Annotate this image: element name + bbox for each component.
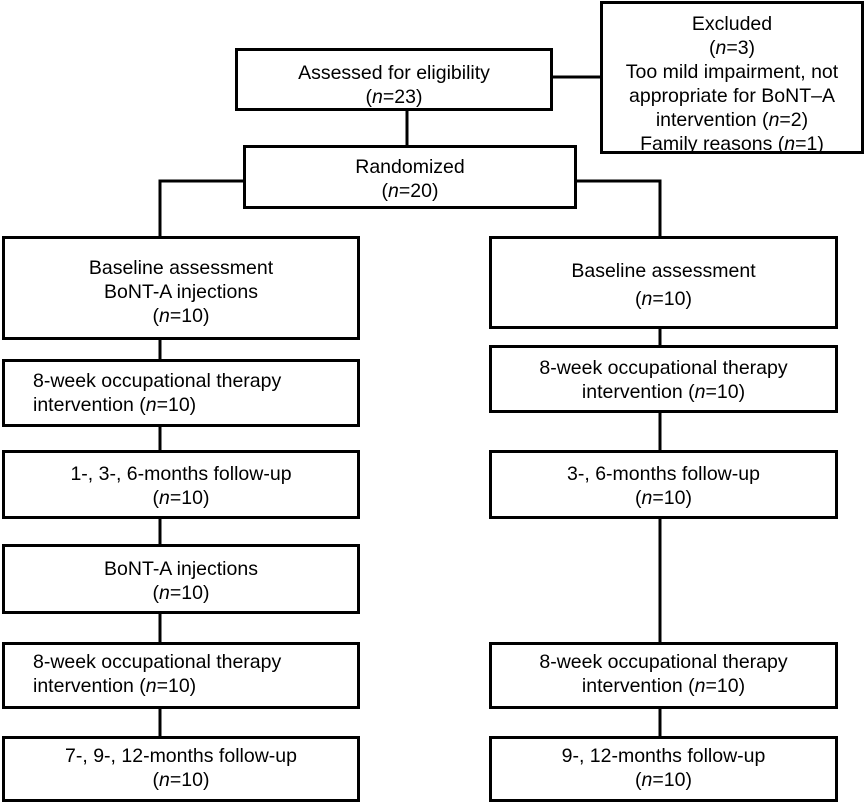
excluded-count: (n=3) — [708, 37, 756, 59]
right-followup1-count: (n=10) — [635, 487, 692, 509]
right-followup1-line1: 3-, 6-months follow-up — [567, 463, 760, 485]
left-baseline-box: Baseline assessment BoNT-A injections (n… — [2, 236, 360, 340]
left-therapy1-box: 8-week occupational therapy intervention… — [2, 359, 360, 427]
left-injections-count: (n=10) — [152, 582, 210, 604]
left-therapy1-line1: 8-week occupational therapy — [33, 370, 282, 392]
left-followup1-box: 1-, 3-, 6-months follow-up (n=10) — [2, 450, 360, 519]
left-followup1-line1: 1-, 3-, 6-months follow-up — [70, 463, 292, 485]
right-therapy1-line2: intervention (n=10) — [581, 381, 746, 403]
excluded-reason-family: Family reasons (n=1) — [640, 133, 824, 155]
excluded-box: Excluded (n=3) Too mild impairment, not … — [600, 1, 864, 155]
right-baseline-box: Baseline assessment (n=10) — [489, 236, 838, 329]
left-therapy2-box: 8-week occupational therapy intervention… — [2, 642, 360, 709]
excluded-reason-mild-2: appropriate for BoNT–A — [629, 85, 835, 107]
left-injections-line1: BoNT-A injections — [104, 558, 258, 580]
right-followup2-count: (n=10) — [635, 769, 692, 791]
left-therapy1-line2: intervention (n=10) — [33, 394, 197, 416]
connector-randomized-left — [158, 179, 245, 237]
left-therapy2-line1: 8-week occupational therapy — [33, 651, 282, 673]
right-therapy2-line1: 8-week occupational therapy — [539, 651, 788, 673]
right-followup1-box: 3-, 6-months follow-up (n=10) — [489, 450, 838, 519]
excluded-reason-mild-1: Too mild impairment, not — [625, 61, 839, 83]
randomized-label: Randomized — [355, 156, 465, 178]
assessed-label: Assessed for eligibility — [298, 62, 490, 84]
assessed-count: (n=23) — [365, 86, 423, 108]
excluded-reason-mild-3: intervention (n=2) — [655, 109, 809, 131]
right-followup2-box: 9-, 12-months follow-up (n=10) — [489, 736, 838, 802]
left-followup2-line1: 7-, 9-, 12-months follow-up — [65, 745, 297, 767]
right-baseline-line1: Baseline assessment — [571, 260, 756, 282]
left-injections-box: BoNT-A injections (n=10) — [2, 544, 360, 614]
assessed-box: Assessed for eligibility (n=23) — [235, 48, 553, 111]
left-baseline-line1: Baseline assessment — [88, 257, 274, 279]
left-therapy2-line2: intervention (n=10) — [33, 675, 197, 697]
right-therapy1-box: 8-week occupational therapy intervention… — [489, 345, 838, 413]
right-followup2-line1: 9-, 12-months follow-up — [561, 745, 766, 767]
left-followup2-box: 7-, 9-, 12-months follow-up (n=10) — [2, 736, 360, 802]
connector-randomized-right — [576, 179, 662, 237]
right-therapy2-box: 8-week occupational therapy intervention… — [489, 642, 838, 709]
randomized-count: (n=20) — [381, 180, 439, 202]
randomized-box: Randomized (n=20) — [243, 145, 577, 209]
right-baseline-count: (n=10) — [635, 288, 692, 310]
right-therapy1-line1: 8-week occupational therapy — [539, 357, 788, 379]
excluded-title: Excluded — [691, 13, 773, 35]
right-therapy2-line2: intervention (n=10) — [581, 675, 746, 697]
left-baseline-line2: BoNT-A injections — [104, 281, 258, 303]
left-baseline-count: (n=10) — [152, 305, 210, 327]
left-followup1-count: (n=10) — [152, 487, 210, 509]
left-followup2-count: (n=10) — [152, 769, 210, 791]
